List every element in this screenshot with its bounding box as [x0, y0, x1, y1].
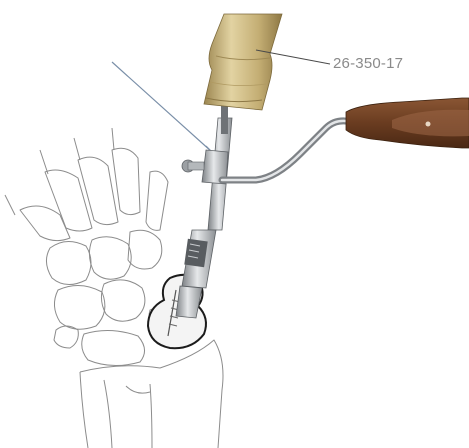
shaft-icon	[221, 104, 228, 134]
sleeve-icon	[176, 118, 232, 318]
lever-handle-icon	[346, 98, 469, 148]
handle-icon	[204, 14, 282, 110]
part-number-label: 26-350-17	[333, 55, 403, 72]
guide-wire-icon	[112, 62, 212, 152]
connecting-rod-icon	[222, 121, 352, 180]
